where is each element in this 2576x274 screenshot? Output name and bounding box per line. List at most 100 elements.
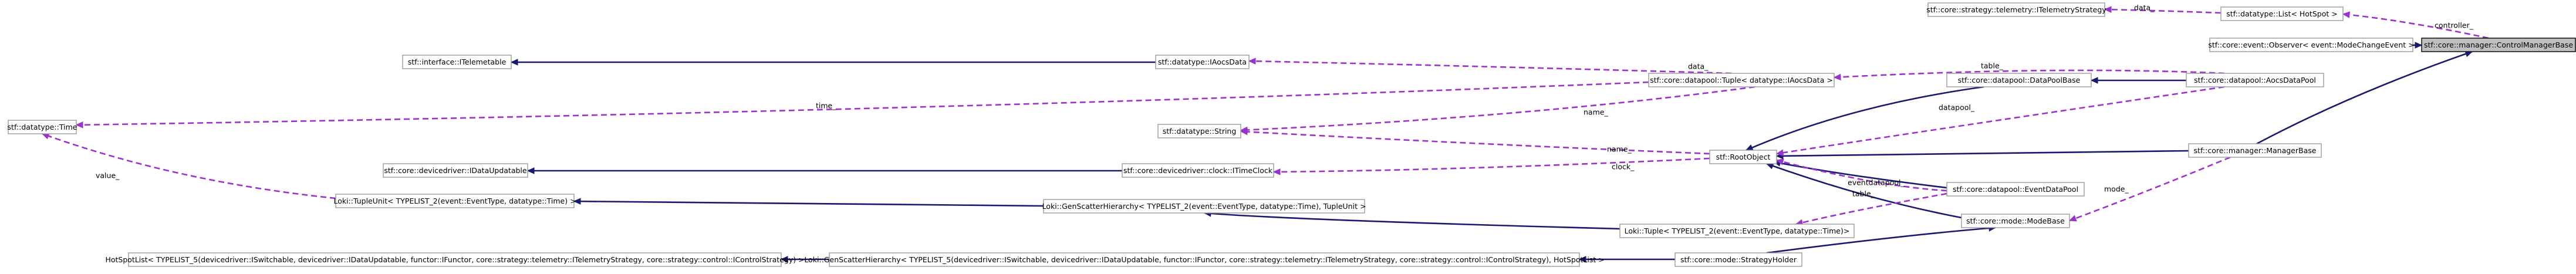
node-box <box>1157 124 1241 138</box>
node-box <box>335 194 575 208</box>
node-box <box>2220 6 2344 21</box>
edge-genscatter-small-to-typeunit <box>573 198 1044 207</box>
node-iaocsdata[interactable]: stf::datatype::IAocsData <box>1155 55 1250 69</box>
edge-line <box>2256 50 2473 145</box>
edge-itimeclock-to-idataupdatable <box>526 167 1122 174</box>
edge-label-time: time_ <box>816 102 836 110</box>
node-box <box>8 120 77 134</box>
arrowhead <box>1775 158 1784 165</box>
edge-eventdatapool <box>1775 158 1947 192</box>
node-typeunit[interactable]: Loki::TupleUnit< TYPELIST_2(event::Event… <box>333 194 576 208</box>
edge-managerbase-to-rootobject <box>1775 150 2189 160</box>
node-label: stf::core::mode::StrategyHolder <box>1680 255 1797 264</box>
node-box <box>1946 182 2085 197</box>
edge-aocsdatapool-to-datapoolbase <box>2090 77 2186 84</box>
node-modebase[interactable]: stf::core::mode::ModeBase <box>1961 214 2070 228</box>
node-label: Loki::TupleUnit< TYPELIST_2(event::Event… <box>333 197 576 205</box>
node-eventdatapool[interactable]: stf::core::datapool::EventDataPool <box>1946 182 2085 197</box>
edge-line <box>1766 163 1962 219</box>
node-label: stf::core::mode::ModeBase <box>1966 217 2065 225</box>
node-label: stf::core::manager::ControlManagerBase <box>2424 40 2573 49</box>
node-label: stf::core::devicedriver::IDataUpdatable <box>384 166 527 175</box>
edge-label-table: table_ <box>1981 62 2004 70</box>
arrowhead <box>2342 11 2351 18</box>
edge-line <box>2069 156 2231 222</box>
edge-line <box>1776 159 1947 192</box>
edge-data-list <box>2104 6 2221 14</box>
node-itelemetable[interactable]: stf::interface::ITelemetable <box>402 55 512 69</box>
node-telemetrystrategy[interactable]: stf::core::strategy::telemetry::ITelemet… <box>1926 2 2106 17</box>
node-label: stf::core::event::Observer< event::ModeC… <box>2208 40 2414 49</box>
node-box <box>1043 199 1365 214</box>
node-box <box>402 55 512 69</box>
node-list-hotspot[interactable]: stf::datatype::List< HotSpot > <box>2220 6 2344 21</box>
edge-managerbase-to-controlmanagerbase <box>2256 50 2473 145</box>
node-idataupdatable[interactable]: stf::core::devicedriver::IDataUpdatable <box>383 163 528 178</box>
edge-observer-to-controlmanagerbase <box>2413 42 2423 49</box>
edge-line <box>1273 157 1710 173</box>
edge-line <box>1795 192 1947 225</box>
arrowhead <box>1578 256 1586 263</box>
edge-line <box>1766 226 1996 254</box>
node-hotspotlist[interactable]: HotSpotList< TYPELIST_5(devicedriver::IS… <box>105 252 805 267</box>
edge-data-tuple <box>1248 57 1732 75</box>
edge-line <box>573 200 1044 207</box>
node-box <box>1155 55 1250 69</box>
node-label: stf::RootObject <box>1716 153 1771 161</box>
node-label: stf::datatype::String <box>1163 127 1237 136</box>
edge-label-eventdatapool: eventdatapool_ <box>1848 178 1905 187</box>
node-label: stf::core::datapool::EventDataPool <box>1953 185 2078 194</box>
node-box <box>2421 38 2576 52</box>
node-observer-event[interactable]: stf::core::event::Observer< event::ModeC… <box>2208 38 2415 52</box>
node-genscatter-small[interactable]: Loki::GenScatterHierarchy< TYPELIST_2(ev… <box>1042 199 1366 214</box>
node-label: stf::core::manager::ManagerBase <box>2194 146 2317 155</box>
node-itimeclock[interactable]: stf::core::devicedriver::clock::ITimeClo… <box>1122 163 1274 178</box>
arrowhead <box>2104 6 2112 13</box>
node-tuple-event[interactable]: Loki::Tuple< TYPELIST_2(event::EventType… <box>1619 224 1855 238</box>
edge-datapoolbase-to-rootobject <box>1745 86 1984 151</box>
edge-name-root <box>1240 128 1710 155</box>
node-tuple-aocsdata[interactable]: stf::core::datapool::Tuple< datatype::IA… <box>1648 73 1835 87</box>
edge-line <box>1204 212 1620 230</box>
node-datapoolbase[interactable]: stf::core::datapool::DataPoolBase <box>1946 73 2092 87</box>
edge-label-value: value_ <box>96 171 120 180</box>
arrowhead <box>2090 77 2098 84</box>
edge-label-mode: mode_ <box>2104 185 2129 194</box>
edge-label-clock: clock_ <box>1612 163 1635 171</box>
edge-label-name-tuple: name_ <box>1584 108 1608 117</box>
node-genscatter-big[interactable]: Loki::GenScatterHierarchy< TYPELIST_5(de… <box>804 252 1605 267</box>
node-box <box>1674 252 1802 267</box>
edge-line <box>1773 161 1947 189</box>
edge-line <box>1746 86 1984 151</box>
edge-name-tuple <box>1240 86 1755 134</box>
node-time[interactable]: stf::datatype::Time <box>8 120 77 134</box>
node-box <box>2188 143 2322 158</box>
arrowhead <box>1248 57 1256 65</box>
arrowhead <box>1272 168 1281 175</box>
edge-label-controller: controller_ <box>2435 21 2474 30</box>
node-label: Loki::GenScatterHierarchy< TYPELIST_5(de… <box>804 255 1604 264</box>
node-label: Loki::GenScatterHierarchy< TYPELIST_2(ev… <box>1042 202 1366 211</box>
node-strategyholder[interactable]: stf::core::mode::StrategyHolder <box>1674 252 1802 267</box>
node-box <box>1122 163 1274 178</box>
node-label: stf::datatype::List< HotSpot > <box>2226 9 2337 18</box>
arrowhead <box>1833 73 1841 81</box>
node-box <box>1648 73 1835 87</box>
arrowhead <box>1240 128 1248 136</box>
node-label: stf::core::datapool::DataPoolBase <box>1958 76 2081 84</box>
edge-genscatter-big-to-hotspotlist <box>780 256 829 263</box>
node-string[interactable]: stf::datatype::String <box>1157 124 1241 138</box>
node-box <box>1961 214 2070 228</box>
node-label: Loki::Tuple< TYPELIST_2(event::EventType… <box>1625 226 1850 235</box>
edge-line <box>42 133 336 199</box>
edge-label-name-root: name_ <box>1607 145 1632 154</box>
edge-label-table-event: table_ <box>1852 190 1875 198</box>
node-rootobject[interactable]: stf::RootObject <box>1709 150 1777 164</box>
edge-line <box>1834 69 2225 79</box>
node-managerbase[interactable]: stf::core::manager::ManagerBase <box>2188 143 2322 158</box>
node-controlmanagerbase[interactable]: stf::core::manager::ControlManagerBase <box>2421 38 2576 52</box>
arrowhead <box>526 167 535 174</box>
node-aocsdatapool[interactable]: stf::core::datapool::AocsDataPool <box>2186 73 2324 87</box>
edge-line <box>1776 150 2189 157</box>
